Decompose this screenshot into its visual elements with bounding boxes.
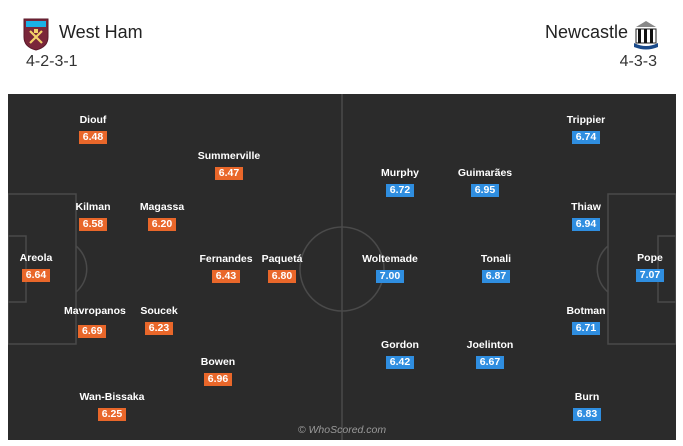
- rating-badge: 6.69: [78, 325, 107, 338]
- match-header: West Ham 4-2-3-1 Newcastle 4-3-3: [0, 0, 683, 88]
- rating-badge: 6.23: [144, 322, 174, 335]
- player-name: Thiaw: [571, 201, 601, 213]
- player-name: Pope: [637, 252, 663, 264]
- player-card[interactable]: Trippier 6.74: [558, 114, 614, 145]
- rating-badge: 6.74: [571, 131, 601, 144]
- player-card[interactable]: Thiaw 6.94: [564, 201, 608, 232]
- player-card[interactable]: Areola 6.64: [10, 252, 62, 283]
- player-name: Trippier: [566, 114, 606, 126]
- player-card[interactable]: Botman 6.71: [560, 305, 612, 336]
- player-name: Magassa: [139, 201, 185, 213]
- away-formation: 4-3-3: [619, 53, 657, 70]
- player-card[interactable]: Kilman 6.58: [70, 201, 116, 232]
- player-card[interactable]: Soucek 6.23: [139, 305, 179, 336]
- rating-badge: 6.87: [481, 270, 511, 283]
- player-card[interactable]: Woltemade 7.00: [358, 253, 422, 284]
- rating-badge: 6.58: [78, 218, 108, 231]
- rating-badge: 7.00: [375, 270, 405, 283]
- player-card[interactable]: Diouf 6.48: [70, 114, 116, 145]
- rating-badge: 6.83: [572, 408, 602, 421]
- rating-badge: 6.42: [385, 356, 415, 369]
- player-name: Diouf: [79, 114, 107, 126]
- player-card[interactable]: Fernandes 6.43: [194, 253, 258, 284]
- rating-badge: 6.47: [214, 167, 244, 180]
- player-card[interactable]: Summerville 6.47: [194, 150, 264, 181]
- player-name: Soucek: [140, 305, 178, 317]
- player-name: Mavropanos: [64, 305, 126, 317]
- player-name: Areola: [19, 252, 53, 264]
- player-card[interactable]: Paquetá 6.80: [257, 253, 307, 284]
- player-name: Fernandes: [199, 253, 253, 265]
- rating-badge: 6.48: [78, 131, 108, 144]
- newcastle-crest-icon: [634, 21, 658, 50]
- player-name: Botman: [566, 305, 606, 317]
- player-card[interactable]: Magassa 6.20: [134, 201, 190, 232]
- player-card[interactable]: Pope 7.07: [630, 252, 670, 283]
- rating-badge: 6.80: [267, 270, 297, 283]
- player-card[interactable]: Joelinton 6.67: [460, 339, 520, 370]
- rating-badge: 6.71: [571, 322, 601, 335]
- rating-badge: 6.64: [21, 269, 51, 282]
- player-card[interactable]: Tonali 6.87: [474, 253, 518, 284]
- player-card[interactable]: Mavropanos: [64, 305, 138, 318]
- rating-badge: 7.07: [635, 269, 665, 282]
- player-name: Joelinton: [466, 339, 514, 351]
- rating-badge: 6.95: [470, 184, 500, 197]
- pitch: Areola 6.64 Diouf 6.48 Kilman 6.58 Mavro…: [8, 94, 676, 440]
- rating-badge: 6.67: [475, 356, 505, 369]
- player-name: Kilman: [75, 201, 111, 213]
- player-name: Bowen: [200, 356, 236, 368]
- player-card[interactable]: Murphy 6.72: [374, 167, 426, 198]
- player-name: Paquetá: [261, 253, 303, 265]
- player-card[interactable]: Burn 6.83: [566, 391, 608, 422]
- home-team-name: West Ham: [59, 22, 143, 42]
- pitch-markings: [8, 94, 676, 440]
- rating-badge: 6.43: [211, 270, 241, 283]
- player-name: Burn: [574, 391, 600, 403]
- away-team-name: Newcastle: [544, 22, 628, 42]
- player-card[interactable]: Guimarães 6.95: [452, 167, 518, 198]
- rating-badge: 6.20: [147, 218, 177, 231]
- west-ham-crest-icon: [23, 18, 49, 51]
- player-card[interactable]: Wan-Bissaka 6.25: [76, 391, 148, 422]
- player-name: Murphy: [381, 167, 419, 179]
- player-name: Tonali: [480, 253, 512, 265]
- player-name: Guimarães: [457, 167, 513, 179]
- player-card[interactable]: Gordon 6.42: [378, 339, 422, 370]
- rating-badge: 6.94: [571, 218, 601, 231]
- home-formation: 4-2-3-1: [26, 53, 78, 70]
- watermark: © WhoScored.com: [297, 424, 387, 436]
- rating-badge: 6.72: [385, 184, 415, 197]
- player-rating-cell: 6.69: [78, 321, 107, 339]
- player-card[interactable]: Bowen 6.96: [198, 356, 238, 387]
- rating-badge: 6.96: [203, 373, 233, 386]
- player-name: Summerville: [197, 150, 261, 162]
- player-name: Woltemade: [362, 253, 418, 265]
- player-name: Gordon: [381, 339, 419, 351]
- player-name: Wan-Bissaka: [79, 391, 145, 403]
- rating-badge: 6.25: [97, 408, 127, 421]
